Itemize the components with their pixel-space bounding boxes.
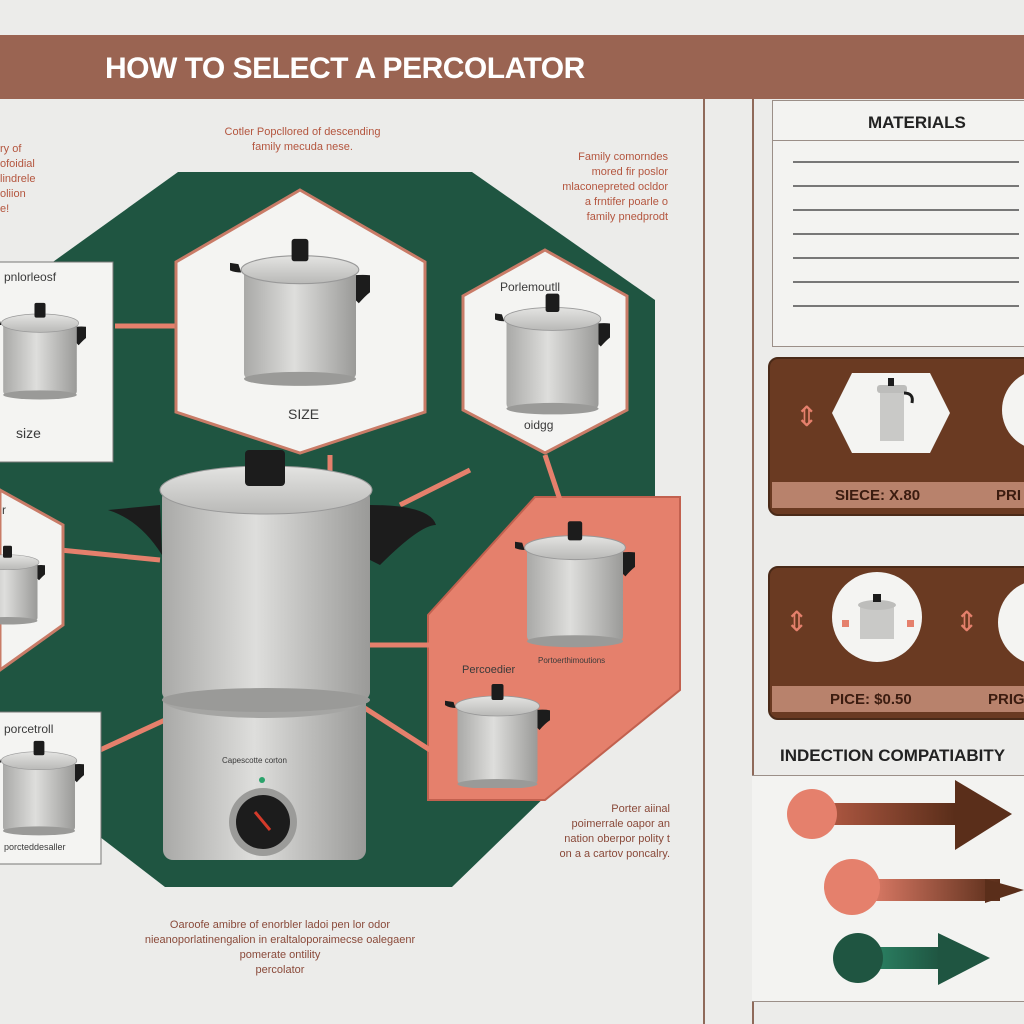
hex-center-label: SIZE: [288, 406, 320, 422]
hex-left-mid-heading: r: [2, 503, 6, 517]
large-percolator: [108, 450, 436, 712]
price-strip-2: [772, 686, 1024, 712]
hex-right-label: oidgg: [524, 418, 554, 432]
column-divider: [752, 99, 754, 1024]
price-strip-1: [772, 482, 1024, 508]
title-banner: [0, 35, 1024, 99]
arrow-row-1: [787, 780, 1012, 850]
percolator-diagram: [0, 172, 681, 887]
percolator-badge-1: [832, 373, 950, 453]
induction-heading: INDECTION COMPATIABITY: [780, 746, 1006, 765]
up-down-arrow-icon: ⇕: [785, 606, 809, 637]
materials-panel: [772, 140, 1024, 347]
card-left-top-heading: pnlorleosf: [4, 270, 57, 284]
price-strip-1-right: PRI: [996, 487, 1022, 504]
salmon-bottom-heading: Percoedier: [462, 664, 516, 676]
salmon-top-caption: Portoerthimoutions: [538, 656, 606, 665]
card-left-top-label: size: [16, 425, 41, 441]
arrow-row-2: [824, 859, 1024, 915]
arrow-row-3: [833, 933, 990, 985]
price-strip-2-right: PRIG: [988, 691, 1024, 708]
note-bottom-center: Oaroofe amibre of enorbler ladoi pen lor…: [144, 919, 416, 976]
induction-arrows: [787, 780, 1024, 985]
price-strip-1-text: SIECE: X.80: [835, 487, 921, 504]
hex-right-heading: Porlemoutll: [500, 280, 561, 294]
price-strip-2-text: PICE: $0.50: [830, 691, 912, 708]
materials-heading: MATERIALS: [868, 113, 966, 132]
connector-lines: [59, 323, 563, 753]
page-title: HOW TO SELECT A PERCOLATOR: [105, 52, 585, 85]
percolator-badge-2: [832, 572, 922, 662]
stove-caption: Capescotte corton: [222, 756, 287, 765]
up-down-arrow-icon: ⇕: [795, 401, 819, 432]
partial-badge-1: [1002, 370, 1024, 450]
materials-text-lines: [773, 141, 1024, 307]
card-left-bottom-heading: porcetroll: [4, 722, 54, 736]
up-down-arrow-icon: ⇕: [955, 606, 979, 637]
card-left-bottom-caption: porcteddesaller: [4, 842, 66, 852]
materials-header: [772, 100, 1024, 142]
column-divider: [703, 99, 705, 1024]
